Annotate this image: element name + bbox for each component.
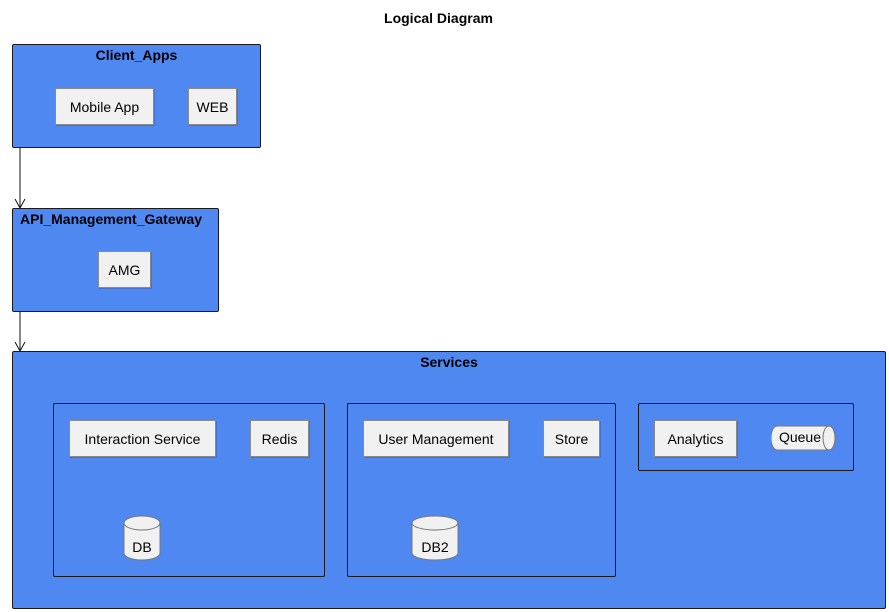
store-node[interactable]: Store <box>543 420 600 457</box>
client-apps-title: Client_Apps <box>95 47 178 63</box>
api-management-gateway-title: API_Management_Gateway <box>20 211 203 227</box>
db-database[interactable]: DB <box>123 515 161 561</box>
queue-label: Queue <box>778 429 822 445</box>
diagram-title: Logical Diagram <box>384 10 493 26</box>
arrow-client-to-gateway <box>14 148 26 210</box>
database-icon <box>411 515 459 561</box>
service-group-interaction: Interaction Service Redis DB <box>53 403 325 577</box>
service-group-analytics: Analytics Queue <box>638 403 854 471</box>
queue-node[interactable]: Queue <box>771 425 837 451</box>
arrow-gateway-to-services <box>14 312 26 353</box>
db2-label: DB2 <box>421 539 449 555</box>
user-management-node[interactable]: User Management <box>363 420 509 457</box>
amg-node[interactable]: AMG <box>98 251 151 288</box>
queue-icon <box>771 425 836 451</box>
service-group-user-management: User Management Store DB2 <box>347 403 616 577</box>
api-management-gateway-package: API_Management_Gateway AMG <box>12 208 219 312</box>
services-package: Services Interaction Service Redis DB Us… <box>12 351 886 609</box>
redis-node[interactable]: Redis <box>250 420 309 457</box>
services-title: Services <box>420 354 478 370</box>
analytics-node[interactable]: Analytics <box>654 420 737 457</box>
db2-database[interactable]: DB2 <box>411 515 459 561</box>
interaction-service-node[interactable]: Interaction Service <box>69 420 216 457</box>
web-node[interactable]: WEB <box>188 88 237 125</box>
mobile-app-node[interactable]: Mobile App <box>55 88 154 125</box>
database-icon <box>123 515 161 561</box>
db-label: DB <box>132 539 152 555</box>
client-apps-package: Client_Apps Mobile App WEB <box>12 44 261 148</box>
